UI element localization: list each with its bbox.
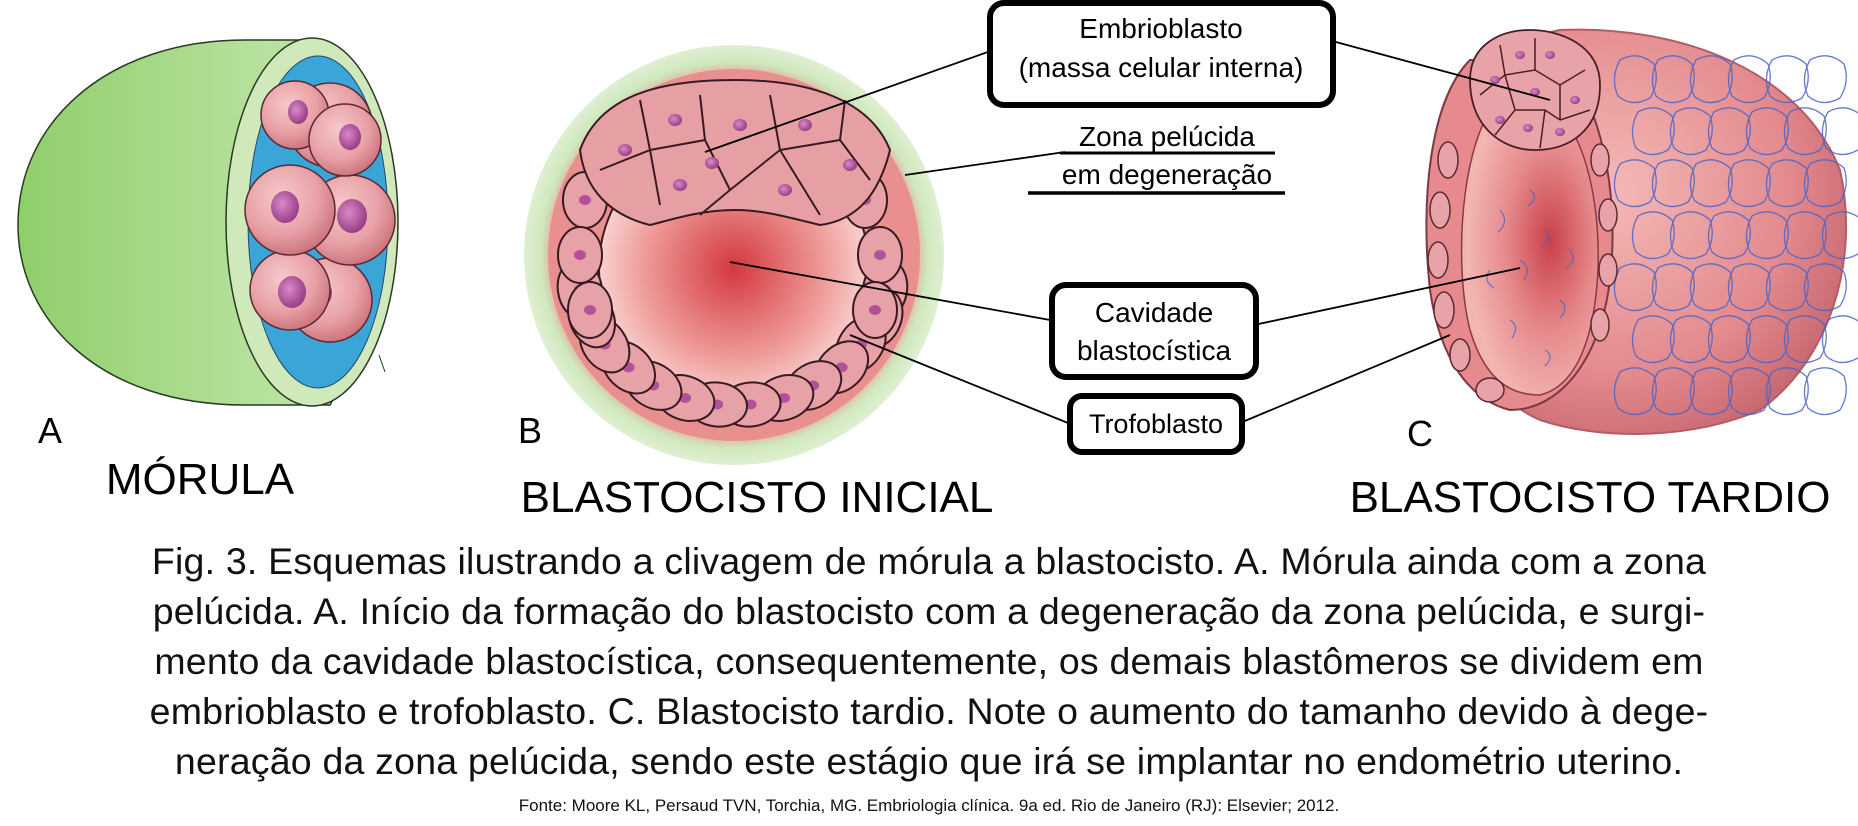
embryoblast-cluster bbox=[1469, 29, 1601, 151]
caption-line-1: Fig. 3. Esquemas ilustrando a clivagem d… bbox=[151, 540, 1707, 582]
surface-cell-outline bbox=[1651, 263, 1695, 312]
cell-boundary-network bbox=[1613, 55, 1858, 416]
trophoblast-nucleus bbox=[869, 305, 881, 315]
surface-cell-outline bbox=[1765, 159, 1809, 208]
blastomeres bbox=[244, 80, 396, 343]
surface-cell-outline bbox=[1613, 159, 1657, 208]
label-cavidade-line2: blastocística bbox=[1077, 335, 1231, 366]
surface-cell-outline bbox=[1765, 367, 1809, 416]
surface-cell-outline bbox=[1689, 55, 1733, 104]
label-trofoblasto-text: Trofoblasto bbox=[1089, 409, 1223, 439]
label-embrioblasto-line1: Embrioblasto bbox=[1079, 13, 1242, 44]
panel-a-letter: A bbox=[38, 410, 62, 451]
panel-b-letter: B bbox=[518, 410, 542, 451]
label-zona-pelucida: Zona pelúcida em degeneração bbox=[1028, 121, 1285, 195]
surface-cell-outline bbox=[1727, 263, 1771, 312]
trophoblast-nucleus bbox=[584, 305, 596, 315]
trophoblast-nucleus bbox=[579, 195, 591, 205]
surface-cell-outline bbox=[1613, 367, 1657, 416]
label-embrioblasto: Embrioblasto (massa celular interna) bbox=[987, 0, 1336, 108]
label-cavidade: Cavidade blastocística bbox=[1049, 282, 1259, 380]
surface-cell-outline bbox=[1689, 263, 1733, 312]
surface-cell-outline bbox=[1803, 367, 1847, 416]
surface-cell-outline bbox=[1631, 315, 1675, 364]
surface-cell-outline bbox=[1669, 315, 1713, 364]
surface-cell-outline bbox=[1783, 315, 1827, 364]
panel-c-letter: C bbox=[1407, 413, 1433, 454]
surface-cell-outline bbox=[1689, 159, 1733, 208]
morula-illustration bbox=[17, 37, 399, 407]
surface-cell-outline bbox=[1613, 263, 1657, 312]
inner-cell-mass bbox=[578, 78, 892, 227]
surface-cell-outline bbox=[1745, 211, 1789, 260]
surface-cell-outline bbox=[1631, 107, 1675, 156]
surface-cell-outline bbox=[1707, 211, 1751, 260]
trophoblast-nucleus bbox=[874, 250, 886, 260]
surface-cell-outline bbox=[1727, 159, 1771, 208]
label-embrioblasto-line2: (massa celular interna) bbox=[1019, 52, 1304, 83]
surface-cell-outline bbox=[1613, 55, 1657, 104]
source-citation: Fonte: Moore KL, Persaud TVN, Torchia, M… bbox=[518, 796, 1340, 815]
surface-cell-outline bbox=[1651, 55, 1695, 104]
surface-cell-outline bbox=[1727, 55, 1771, 104]
surface-cell-outline bbox=[1651, 367, 1695, 416]
surface-cell-outline bbox=[1803, 159, 1847, 208]
label-zona-line1: Zona pelúcida bbox=[1079, 121, 1255, 152]
open-cavity bbox=[1460, 114, 1599, 396]
surface-cell-outline bbox=[1765, 55, 1809, 104]
panel-c-title: BLASTOCISTO TARDIO bbox=[1350, 473, 1831, 522]
surface-cell-outline bbox=[1745, 315, 1789, 364]
label-trofoblasto: Trofoblasto bbox=[1067, 393, 1245, 455]
surface-cell-outline bbox=[1651, 159, 1695, 208]
surface-cell-outline bbox=[1803, 263, 1847, 312]
caption-line-3: mento da cavidade blastocística, consequ… bbox=[154, 640, 1704, 682]
surface-cell-outline bbox=[1783, 107, 1827, 156]
surface-cell-outline bbox=[1745, 107, 1789, 156]
surface-cell-outline bbox=[1669, 107, 1713, 156]
trophoblast-edge-cells bbox=[1427, 141, 1618, 403]
cavity-wall-marks bbox=[1486, 189, 1574, 367]
label-cavidade-line1: Cavidade bbox=[1095, 297, 1213, 328]
surface-cell-outline bbox=[1631, 211, 1675, 260]
trophoblast-ring bbox=[556, 171, 909, 428]
caption-line-4: embrioblasto e trofoblasto. C. Blastocis… bbox=[149, 690, 1709, 732]
surface-cell-outline bbox=[1765, 263, 1809, 312]
surface-cell-outline bbox=[1707, 315, 1751, 364]
late-blastocyst-illustration bbox=[1425, 28, 1858, 435]
embryo-diagram: Embrioblasto (massa celular interna) Zon… bbox=[17, 0, 1858, 522]
surface-cell-outline bbox=[1821, 107, 1858, 156]
caption-line-5: neração da zona pelúcida, sendo este est… bbox=[174, 740, 1684, 782]
surface-cell-outline bbox=[1669, 211, 1713, 260]
surface-cell-outline bbox=[1707, 107, 1751, 156]
early-blastocyst-illustration bbox=[524, 45, 944, 465]
panel-a-title: MÓRULA bbox=[106, 455, 295, 504]
label-zona-line2: em degeneração bbox=[1062, 159, 1272, 190]
surface-cell-outline bbox=[1821, 211, 1858, 260]
surface-cell-outline bbox=[1783, 211, 1827, 260]
surface-cell-outline bbox=[1803, 55, 1847, 104]
surface-cell-outline bbox=[1821, 315, 1858, 364]
caption-line-2: pelúcida. A. Início da formação do blast… bbox=[152, 590, 1706, 632]
trophoblast-nucleus bbox=[574, 250, 586, 260]
panel-b-title: BLASTOCISTO INICIAL bbox=[521, 473, 994, 522]
figure-caption: Fig. 3. Esquemas ilustrando a clivagem d… bbox=[20, 536, 1838, 786]
surface-cell-outline bbox=[1689, 367, 1733, 416]
surface-cell-outline bbox=[1727, 367, 1771, 416]
